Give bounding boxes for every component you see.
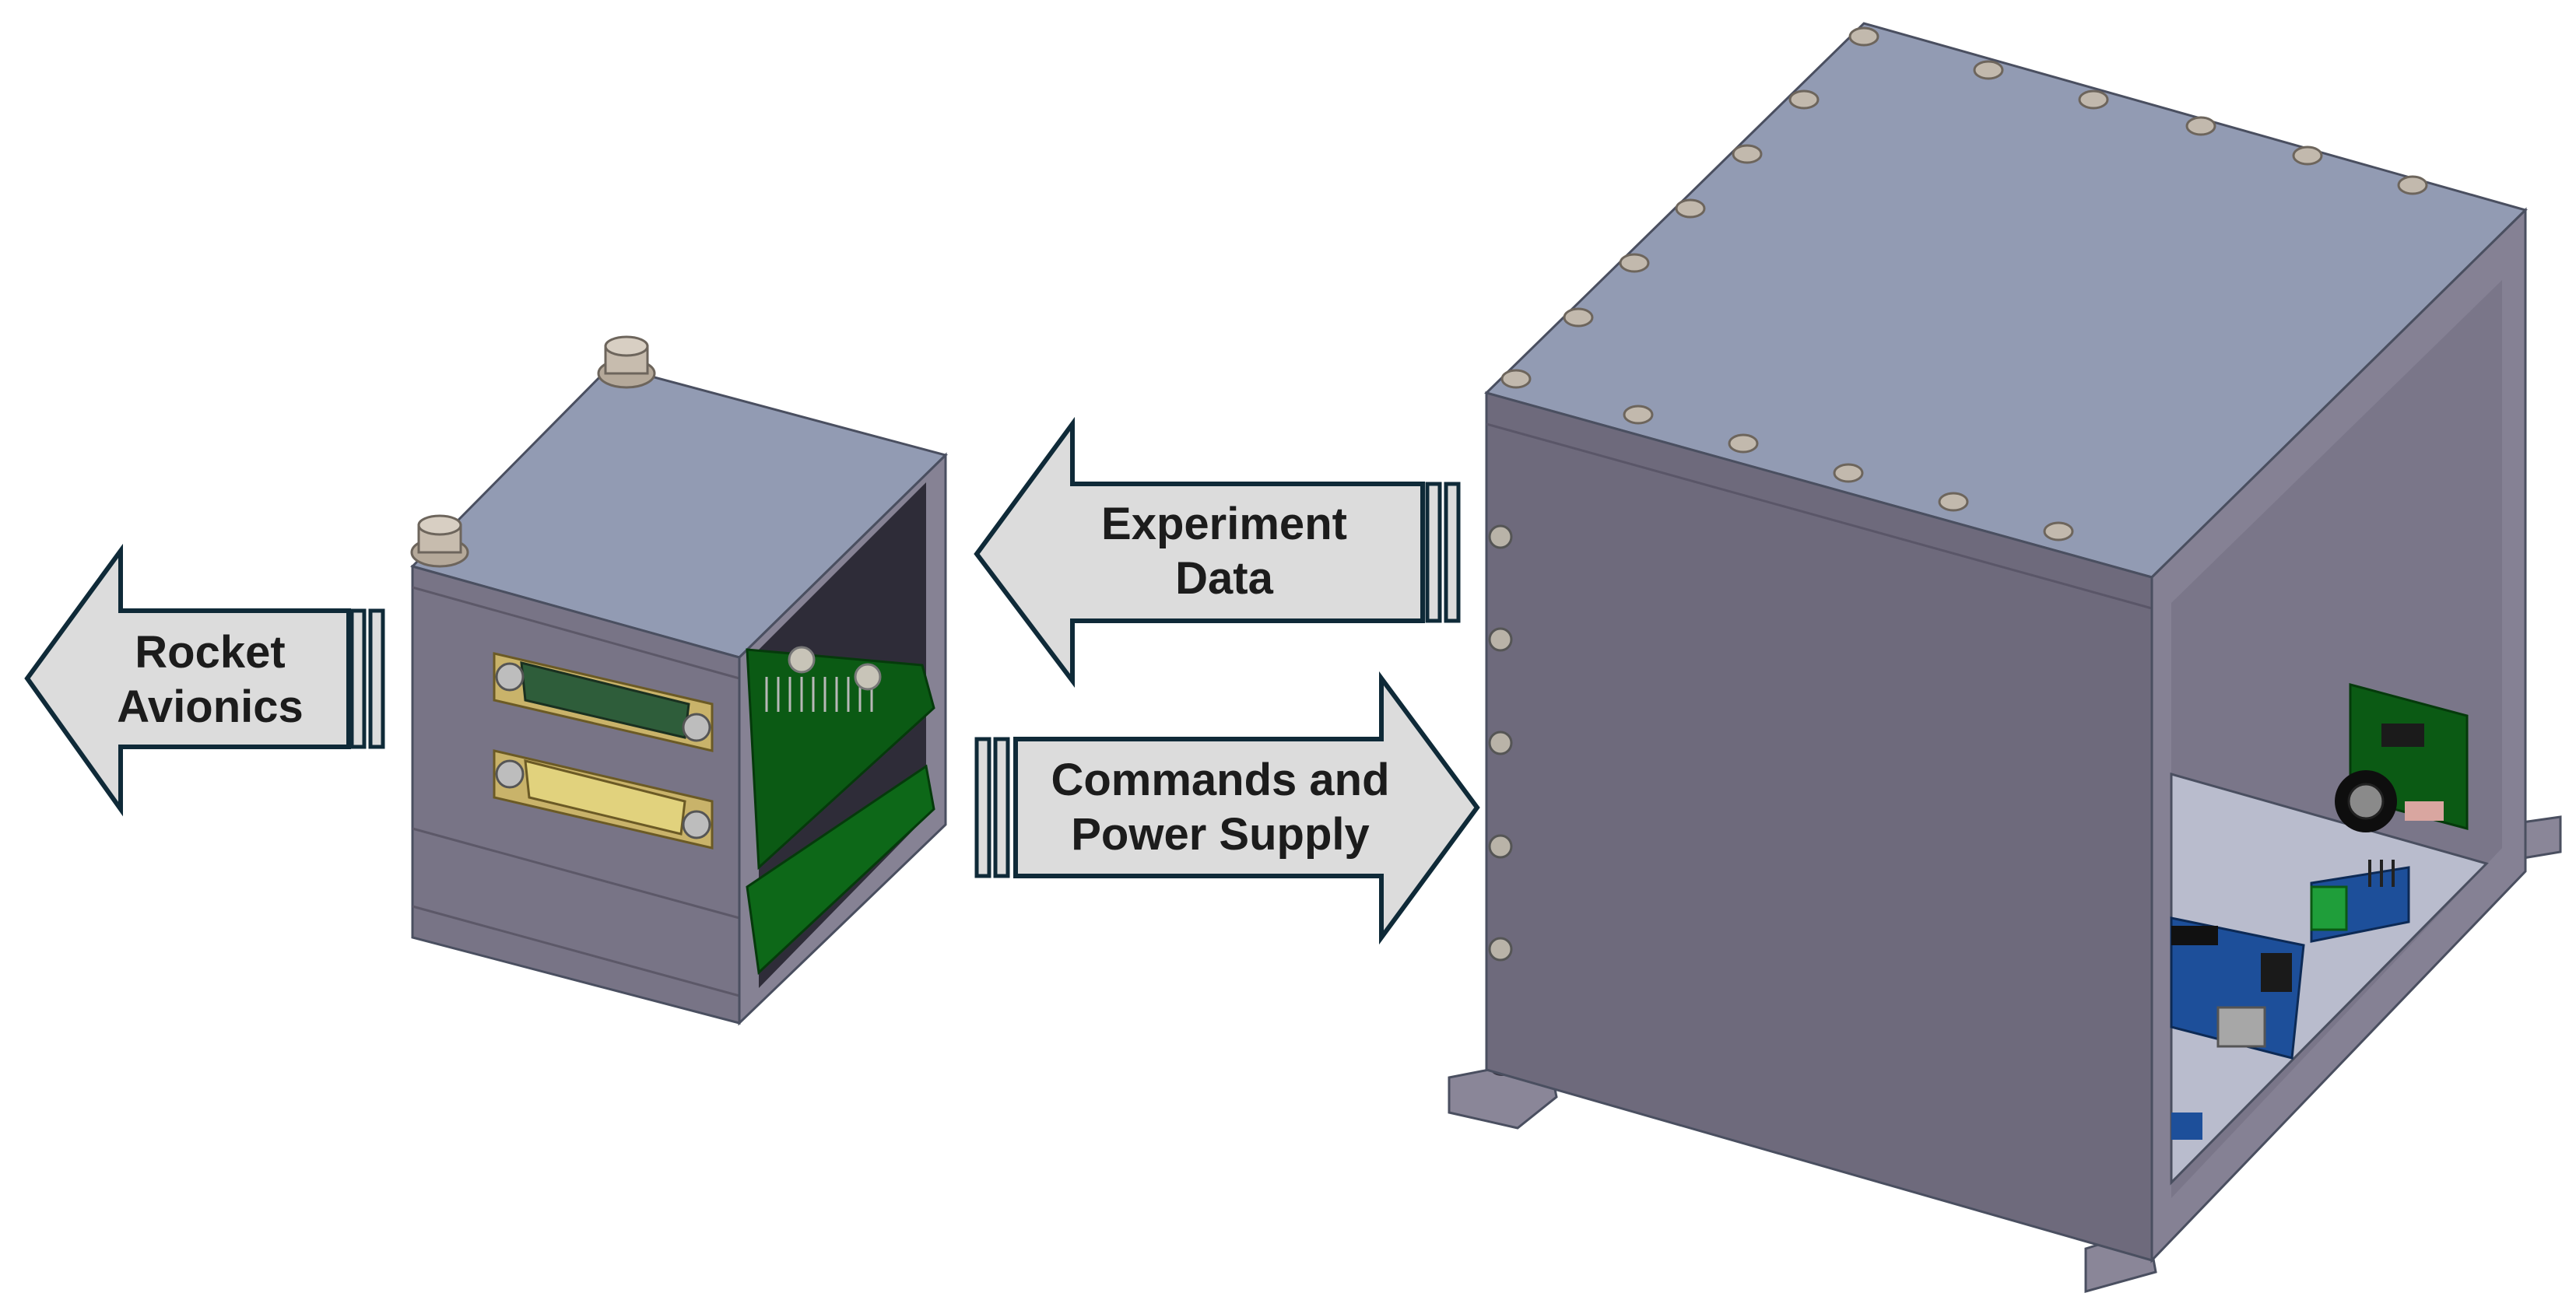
experiment-data-line2: Data	[1175, 553, 1273, 604]
screw-icon	[1488, 524, 1513, 962]
experiment-data-line1: Experiment	[1101, 499, 1347, 549]
rocket-avionics-line2: Avionics	[117, 682, 304, 732]
camera-module-icon	[2335, 683, 2469, 832]
bolt-icon	[410, 514, 469, 568]
arrow-rocket-avionics: Rocket Avionics	[24, 543, 385, 817]
experiment-box	[1448, 22, 2562, 1293]
dsub-connector-small-icon	[493, 749, 714, 850]
sensor-chip-icon	[2171, 1113, 2202, 1140]
pcb-upper	[746, 648, 935, 871]
arrow-commands-power: Commands and Power Supply	[974, 671, 1480, 945]
bolt-icon	[597, 335, 656, 389]
rocket-avionics-line1: Rocket	[135, 627, 285, 678]
interface-box	[410, 335, 948, 1026]
dsub-connector-large-icon	[493, 652, 714, 752]
arrow-experiment-data: Experiment Data	[974, 416, 1461, 688]
pcb-lower	[746, 764, 935, 976]
lid-screw-icon	[1500, 26, 2428, 541]
commands-power-line1: Commands and	[1051, 755, 1389, 805]
arduino-board-icon	[2170, 916, 2305, 1060]
terminal-block-icon	[2310, 860, 2410, 943]
commands-power-line2: Power Supply	[1071, 809, 1370, 860]
